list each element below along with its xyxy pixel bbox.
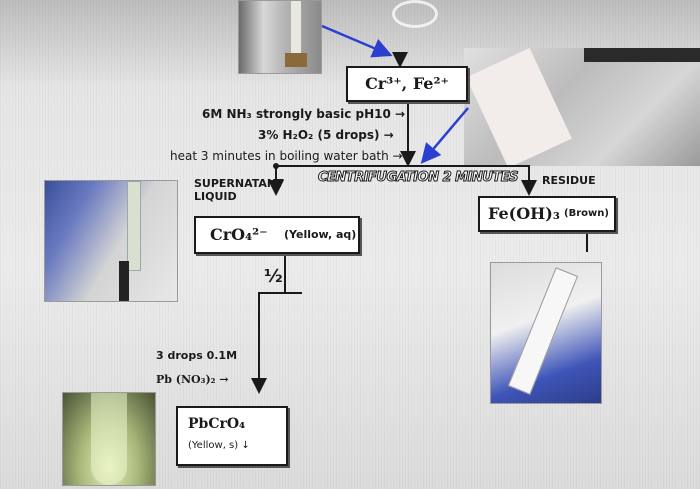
lead-reagent-line2: Pb (NO₃)₂ → [156, 373, 229, 386]
photo-hand-test-tube-top [238, 0, 322, 74]
lead-chromate-note: (Yellow, s) ↓ [188, 440, 250, 451]
line-ferric-down [586, 230, 588, 252]
centrifugation-label: CENTRIFUGATION 2 MINUTES [318, 170, 520, 186]
screen-glare [392, 0, 438, 28]
line-lead-down [258, 293, 260, 390]
line-half-bar [258, 292, 302, 294]
line-residue-down [528, 166, 530, 192]
reagent-heat: heat 3 minutes in boiling water bath → [170, 149, 403, 163]
supernatant-label-line2: LIQUID [194, 190, 237, 203]
photo-hand-top-right [464, 48, 700, 166]
junction-dot [273, 163, 279, 169]
ferric-note: (Brown) [564, 208, 609, 219]
photo-yellow-precipitate [62, 392, 156, 486]
chromate-box: CrO₄²⁻ (Yellow, aq) [194, 216, 360, 254]
start-ions-box: Cr³⁺, Fe²⁺ [346, 66, 468, 102]
line-chromate-down [284, 253, 286, 293]
ferric-hydroxide-box: Fe(OH)₃ (Brown) [478, 196, 616, 232]
blue-arrow-top [321, 24, 393, 58]
start-ions-label: Cr³⁺, Fe²⁺ [365, 74, 449, 93]
photo-hand-test-tube-right [490, 262, 602, 404]
reagent-ammonia: 6M NH₃ strongly basic pH10 → [202, 107, 406, 121]
half-label: ½ [264, 266, 283, 287]
supernatant-label-line1: SUPERNATANT [194, 177, 284, 190]
residue-label: RESIDUE [542, 174, 596, 187]
chromate-formula: CrO₄²⁻ [210, 225, 268, 244]
ferric-formula: Fe(OH)₃ [488, 204, 560, 223]
photo-hand-test-tube-left [44, 180, 178, 302]
line-start-to-centrifuge [407, 100, 409, 166]
reagent-peroxide: 3% H₂O₂ (5 drops) → [258, 128, 394, 142]
lead-chromate-formula: PbCrO₄ [188, 416, 246, 432]
lead-reagent-line1: 3 drops 0.1M [156, 349, 238, 362]
lead-chromate-box: PbCrO₄ (Yellow, s) ↓ [176, 406, 288, 466]
blue-arrow-right [420, 107, 469, 164]
chromate-note: (Yellow, aq) [284, 228, 357, 241]
